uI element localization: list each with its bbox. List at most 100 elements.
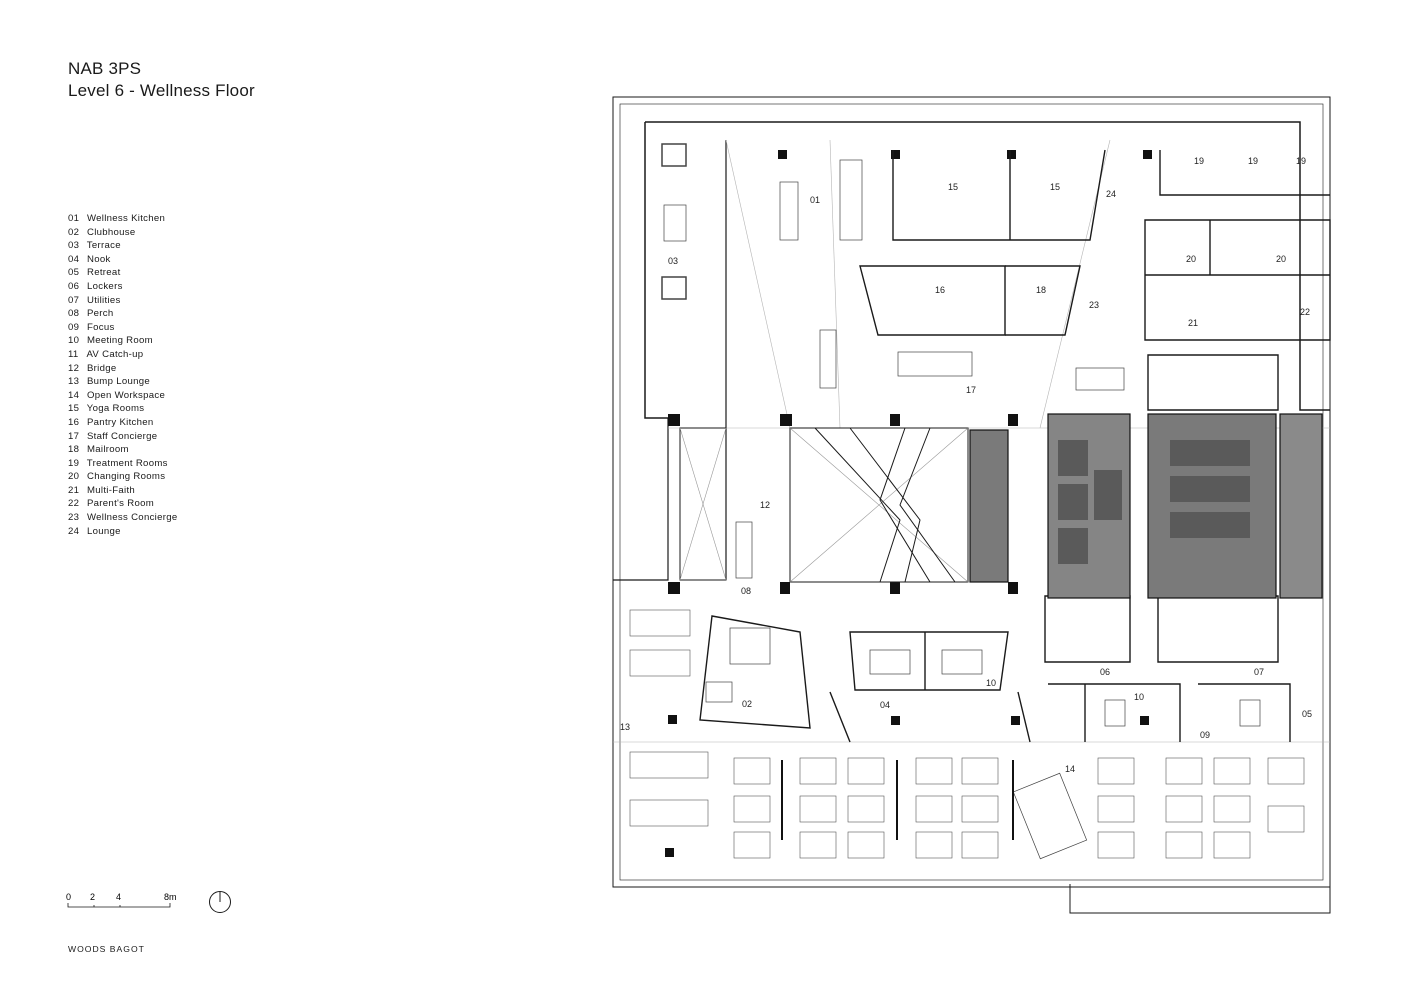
room-label-24: 24 bbox=[1106, 189, 1116, 199]
legend-label: Retreat bbox=[86, 267, 121, 279]
scale-line bbox=[67, 903, 171, 908]
legend-number: 04 bbox=[68, 253, 80, 265]
scale-bar: 0 2 4 8m bbox=[66, 892, 177, 908]
service-cores bbox=[969, 413, 1323, 599]
legend-number: 19 bbox=[68, 457, 80, 469]
room-label-15a: 15 bbox=[948, 182, 958, 192]
drawing-title: NAB 3PS Level 6 - Wellness Floor bbox=[68, 58, 255, 102]
room-label-10a: 10 bbox=[986, 678, 996, 688]
legend-number: 15 bbox=[68, 403, 80, 415]
legend-item: 14 Open Workspace bbox=[68, 389, 178, 403]
room-label-16: 16 bbox=[935, 285, 945, 295]
room-label-13: 13 bbox=[620, 722, 630, 732]
legend-label: Mailroom bbox=[86, 444, 129, 456]
room-label-01: 01 bbox=[810, 195, 820, 205]
structural-columns bbox=[665, 150, 1152, 857]
legend-number: 10 bbox=[68, 335, 80, 347]
legend-number: 07 bbox=[68, 294, 80, 306]
legend-label: Treatment Rooms bbox=[86, 457, 168, 469]
legend-number: 21 bbox=[68, 484, 80, 496]
legend-label: Wellness Kitchen bbox=[86, 213, 166, 224]
stair-void bbox=[679, 427, 969, 583]
legend-item: 01 Wellness Kitchen bbox=[68, 212, 178, 226]
legend-item: 08 Perch bbox=[68, 307, 178, 321]
legend-label: Multi-Faith bbox=[86, 484, 136, 496]
legend-label: Lounge bbox=[86, 525, 121, 537]
room-label-02: 02 bbox=[742, 699, 752, 709]
room-label-22: 22 bbox=[1300, 307, 1310, 317]
legend-number: 09 bbox=[68, 321, 80, 333]
room-label-04: 04 bbox=[880, 700, 890, 710]
firm-name: WOODS BAGOT bbox=[68, 944, 145, 954]
floor-plan: 01 02 03 04 05 06 07 08 09 10 10 12 13 1… bbox=[612, 96, 1331, 914]
legend-label: Wellness Concierge bbox=[86, 512, 178, 524]
legend-label: Bump Lounge bbox=[86, 376, 151, 388]
room-label-10b: 10 bbox=[1134, 692, 1144, 702]
legend-number: 23 bbox=[68, 512, 80, 524]
legend-number: 17 bbox=[68, 430, 80, 442]
legend-item: 19 Treatment Rooms bbox=[68, 457, 178, 471]
room-label-07: 07 bbox=[1254, 667, 1264, 677]
legend-label: Utilities bbox=[86, 294, 121, 306]
legend-label: Lockers bbox=[86, 280, 123, 292]
legend-number: 24 bbox=[68, 525, 80, 537]
room-label-12: 12 bbox=[760, 500, 770, 510]
room-label-09: 09 bbox=[1200, 730, 1210, 740]
room-label-06: 06 bbox=[1100, 667, 1110, 677]
room-label-08: 08 bbox=[741, 586, 751, 596]
legend-number: 12 bbox=[68, 362, 80, 374]
legend-item: 02 Clubhouse bbox=[68, 226, 178, 240]
room-label-03: 03 bbox=[668, 256, 678, 266]
legend-item: 12 Bridge bbox=[68, 362, 178, 376]
legend-item: 16 Pantry Kitchen bbox=[68, 416, 178, 430]
legend-item: 04 Nook bbox=[68, 253, 178, 267]
legend-label: Open Workspace bbox=[86, 389, 166, 401]
legend-number: 18 bbox=[68, 444, 80, 456]
legend-number: 11 bbox=[68, 348, 79, 360]
legend-number: 05 bbox=[68, 267, 80, 279]
legend-label: AV Catch-up bbox=[86, 348, 144, 360]
room-label-15b: 15 bbox=[1050, 182, 1060, 192]
legend-number: 14 bbox=[68, 389, 80, 401]
legend-label: Yoga Rooms bbox=[86, 403, 145, 415]
legend-item: 22 Parent's Room bbox=[68, 497, 178, 511]
legend-item: 11 AV Catch-up bbox=[68, 348, 178, 362]
legend-number: 06 bbox=[68, 280, 80, 292]
legend-number: 03 bbox=[68, 240, 80, 252]
legend-label: Terrace bbox=[86, 240, 121, 252]
partition-screens bbox=[781, 760, 1014, 840]
legend-label: Nook bbox=[86, 253, 111, 265]
room-label-21: 21 bbox=[1188, 318, 1198, 328]
room-labels: 01 02 03 04 05 06 07 08 09 10 10 12 13 1… bbox=[620, 156, 1312, 774]
room-label-05: 05 bbox=[1302, 709, 1312, 719]
legend-label: Bridge bbox=[86, 362, 117, 374]
furniture bbox=[661, 143, 1261, 860]
legend-item: 20 Changing Rooms bbox=[68, 470, 178, 484]
legend-label: Parent's Room bbox=[86, 498, 155, 510]
legend-item: 21 Multi-Faith bbox=[68, 484, 178, 498]
legend-label: Clubhouse bbox=[86, 226, 136, 238]
legend-number: 22 bbox=[68, 498, 80, 510]
legend-number: 13 bbox=[68, 376, 80, 388]
project-name: NAB 3PS bbox=[68, 59, 142, 78]
legend-item: 05 Retreat bbox=[68, 266, 178, 280]
legend-item: 15 Yoga Rooms bbox=[68, 402, 178, 416]
room-label-23: 23 bbox=[1089, 300, 1099, 310]
room-label-17: 17 bbox=[966, 385, 976, 395]
room-label-20b: 20 bbox=[1276, 254, 1286, 264]
legend-label: Staff Concierge bbox=[86, 430, 158, 442]
legend-label: Meeting Room bbox=[86, 335, 153, 347]
room-label-19c: 19 bbox=[1296, 156, 1306, 166]
legend-number: 16 bbox=[68, 416, 80, 428]
legend-number: 02 bbox=[68, 226, 80, 238]
legend-label: Perch bbox=[86, 308, 114, 320]
room-label-19b: 19 bbox=[1248, 156, 1258, 166]
legend-number: 08 bbox=[68, 308, 80, 320]
legend-item: 03 Terrace bbox=[68, 239, 178, 253]
legend-label: Pantry Kitchen bbox=[86, 416, 154, 428]
scale-tick-2: 2 bbox=[90, 892, 95, 902]
legend-item: 06 Lockers bbox=[68, 280, 178, 294]
legend-item: 07 Utilities bbox=[68, 294, 178, 308]
legend-item: 18 Mailroom bbox=[68, 443, 178, 457]
room-label-20a: 20 bbox=[1186, 254, 1196, 264]
